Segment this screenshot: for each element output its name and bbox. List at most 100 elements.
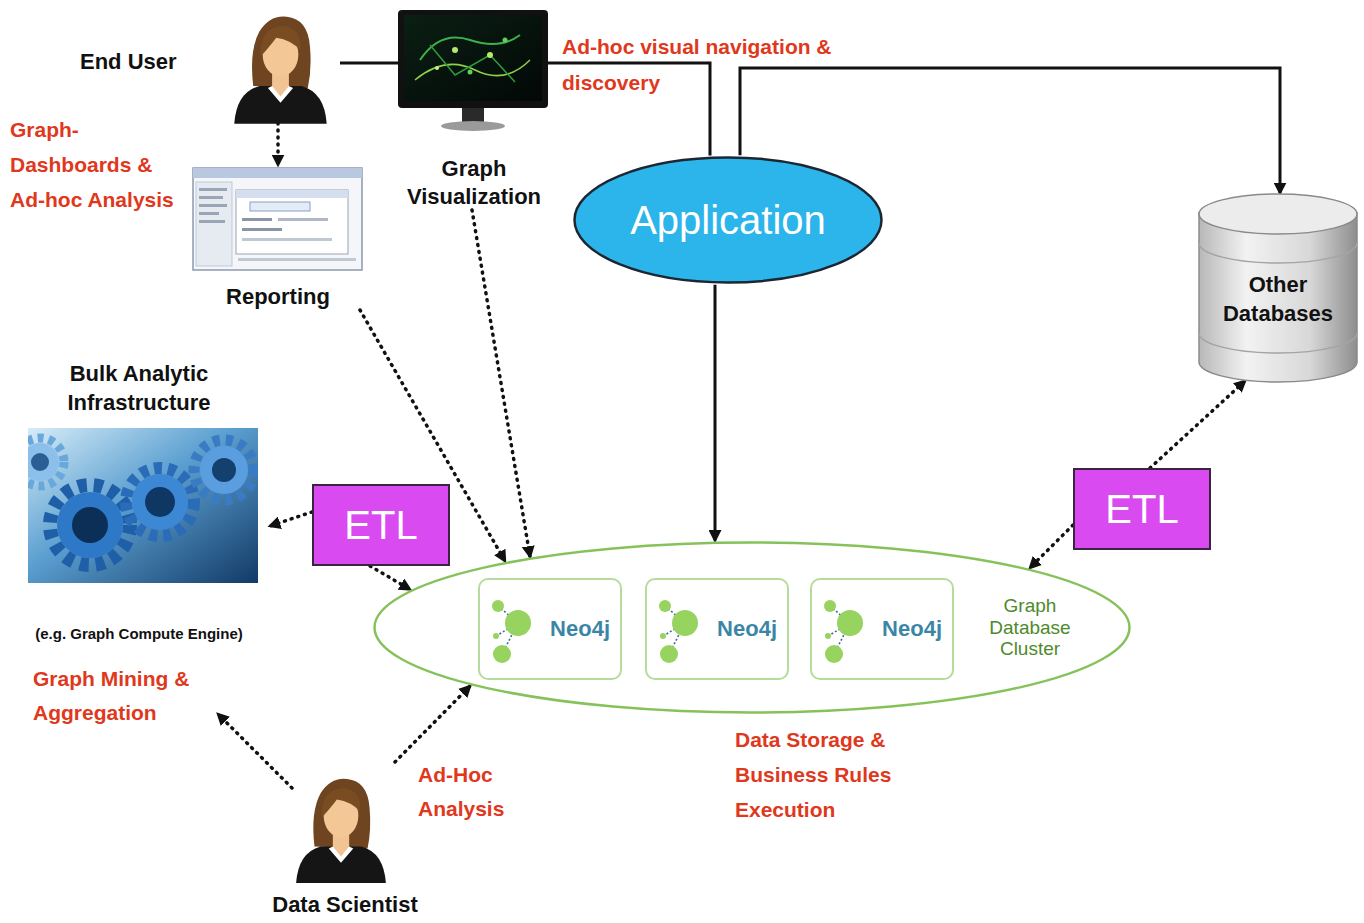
illustration-part: [199, 188, 227, 191]
neo4j-logo: [824, 600, 863, 663]
dotted-connector: [472, 210, 530, 557]
illustration-part: [236, 190, 348, 198]
analytics-node: Bulk Analytic Infrastructure (e.g. Graph …: [8, 360, 270, 642]
node-label: ETL: [1105, 487, 1178, 532]
illustration-part: [496, 606, 518, 654]
illustration-part: [50, 485, 130, 565]
illustration-part: [487, 52, 493, 58]
label-slot: Ad-hoc visual navigation & discovery: [562, 29, 862, 101]
illustration-part: [199, 204, 227, 207]
illustration-part: [493, 645, 511, 663]
etl-box: ETL: [312, 484, 450, 566]
illustration-part: [435, 66, 439, 70]
node-label: Graph Database Cluster: [964, 595, 1096, 661]
illustration-part: [672, 610, 698, 636]
illustration-part: [238, 258, 356, 261]
illustration-part: [828, 606, 850, 654]
neo4j-logo: [492, 600, 531, 663]
dotted-connector: [1030, 525, 1073, 568]
illustration-part: [493, 633, 499, 639]
illustration-part: [242, 218, 272, 221]
illustration-part: [126, 468, 194, 536]
actor: End User: [70, 8, 340, 123]
visualization-node: Graph Visualization: [388, 8, 560, 210]
illustration-part: [132, 474, 188, 530]
cylinder-top: [1199, 194, 1357, 234]
illustration-part: [659, 600, 671, 612]
node-label: End User: [80, 49, 177, 75]
gears-picture: [28, 428, 258, 583]
annotation: Graph-Dashboards & Ad-hoc Analysis: [10, 112, 182, 217]
node-label: ETL: [344, 503, 417, 548]
node-label: Neo4j: [882, 616, 942, 642]
node-label: Application: [630, 198, 826, 243]
illustration-part: [199, 196, 223, 199]
illustration-part: [825, 645, 843, 663]
solid-connector: [740, 68, 1280, 193]
illustration-part: [825, 633, 831, 639]
annotation: Ad-Hoc Analysis: [418, 758, 528, 826]
illustration-part: [57, 492, 123, 558]
report-screenshot: [193, 168, 362, 270]
cylinder-body: [1199, 213, 1357, 382]
cylinder-band: [1199, 333, 1357, 353]
node-label: Bulk Analytic Infrastructure: [8, 360, 270, 417]
dotted-connector: [370, 566, 410, 589]
illustration-part: [404, 15, 542, 101]
illustration-part: [72, 507, 108, 543]
database-box: Neo4j: [810, 578, 954, 680]
illustration-part: [430, 45, 515, 82]
ellipse-shape: [575, 158, 882, 283]
reporting-node: Reporting: [188, 165, 368, 310]
cluster-ellipse: Graph Database Cluster Neo4j Neo4j Neo4j: [372, 540, 1132, 715]
illustration-part: [193, 168, 362, 178]
illustration-part: [194, 440, 254, 500]
illustration-part: [278, 218, 328, 221]
label-slot: Data Storage & Business Rules Execution: [735, 722, 955, 827]
node-caption: (e.g. Graph Compute Engine): [35, 625, 243, 642]
illustration-part: [441, 121, 505, 131]
illustration-part: [462, 108, 484, 122]
illustration-part: [660, 645, 678, 663]
monitor-icon: [398, 10, 548, 131]
application-ellipse: Application: [572, 155, 884, 285]
illustration-part: [242, 228, 282, 231]
illustration-part: [28, 428, 258, 583]
illustration-part: [250, 202, 310, 211]
dotted-connector: [1150, 381, 1245, 468]
node-label: Graph Visualization: [392, 155, 557, 210]
dotted-connector: [270, 512, 312, 526]
cylinder-band: [1199, 243, 1357, 263]
illustration-part: [420, 35, 520, 60]
illustration-part: [398, 10, 548, 108]
illustration-part: [145, 487, 175, 517]
node-label: Neo4j: [717, 616, 777, 642]
illustration-part: [468, 70, 473, 75]
illustration-part: [824, 600, 836, 612]
illustration-part: [663, 606, 685, 654]
illustration-part: [126, 468, 194, 536]
person-icon: [234, 16, 326, 123]
neo4j-logo: [659, 600, 698, 663]
node-label: Neo4j: [550, 616, 610, 642]
illustration-part: [242, 238, 332, 241]
illustration-part: [28, 443, 59, 481]
solid-connector: [714, 285, 717, 541]
database-box: Neo4j: [645, 578, 789, 680]
illustration-part: [199, 212, 219, 215]
actor: Data Scientist: [250, 762, 440, 918]
annotation: Graph Mining & Aggregation: [33, 662, 243, 730]
dotted-connector: [395, 686, 470, 762]
illustration-part: [193, 168, 362, 270]
illustration-part: [505, 610, 531, 636]
database-cylinder: Other Databases: [1198, 193, 1358, 383]
illustration-part: [503, 38, 508, 43]
illustration-part: [415, 60, 530, 80]
illustration-part: [50, 485, 130, 565]
ellipse-shape: [375, 543, 1130, 713]
dotted-connector: [276, 123, 280, 165]
illustration-part: [196, 182, 232, 266]
